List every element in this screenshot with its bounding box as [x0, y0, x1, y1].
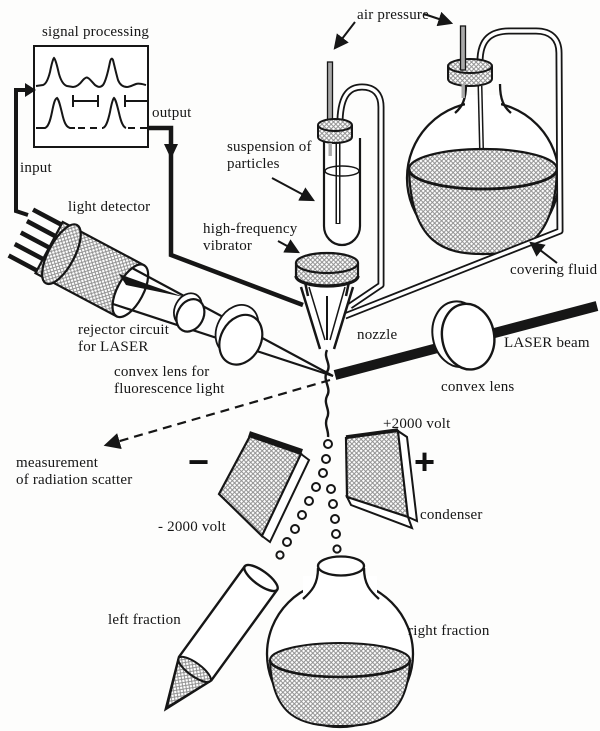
right-fraction-flask [265, 555, 415, 729]
minus-electrode-sign: − [188, 441, 210, 482]
fluorescence-lens-large [214, 304, 264, 366]
suspension-arrow [271, 177, 315, 202]
covering-fluid-arrow [529, 241, 558, 264]
fluorescence-lens-small [172, 292, 206, 333]
flask-air-inlet-tube [459, 25, 467, 71]
right-fraction-label: right fraction [408, 623, 490, 639]
input-wire [14, 83, 36, 217]
light-detector [7, 207, 150, 319]
liquid-jet [324, 349, 330, 438]
vibrator-arrow [277, 239, 300, 254]
laser-beam-label: LASER beam [504, 335, 590, 351]
flask-stopper [447, 25, 493, 98]
convex-lens-fluorescence-label: convex lens for fluorescence light [114, 364, 225, 397]
flask-neck [454, 83, 512, 114]
vibrator-label: high-frequency vibrator [203, 221, 298, 254]
label-arrows [271, 11, 558, 264]
plus-electrode-sign: + [414, 441, 436, 482]
detector-face [111, 263, 150, 319]
signal-processing-label: signal processing [42, 24, 150, 40]
waveform-traces [35, 56, 148, 129]
condenser-label: condenser [420, 507, 483, 523]
rejector-circuit-label: rejector circuit for LASER [78, 322, 170, 355]
detector-pins [7, 207, 65, 274]
air-pressure-label: air pressure [357, 7, 429, 23]
right-deflection-plate [344, 428, 419, 530]
output-label: output [152, 105, 192, 121]
light-detector-label: light detector [68, 199, 151, 215]
flask-liquid [407, 147, 559, 256]
left-fraction-label: left fraction [108, 612, 181, 628]
output-wire [148, 125, 304, 308]
radiation-scatter-label: measurement of radiation scatter [16, 455, 133, 488]
signal-processing-box [33, 45, 149, 148]
tube-mouth [243, 563, 279, 593]
sample-feed-tube [336, 83, 385, 309]
air-pressure-arrow-left [333, 21, 356, 50]
left-fraction-tube [163, 563, 279, 712]
test-tube-stopper [317, 118, 353, 144]
output-arrowhead [164, 144, 178, 159]
liquid-level [324, 165, 360, 177]
suspension-test-tube [317, 61, 362, 247]
minus-voltage-label: - 2000 volt [158, 519, 227, 535]
laser-lens [431, 300, 496, 371]
plus-voltage-label: +2000 volt [383, 416, 451, 432]
input-arrowhead [25, 83, 36, 97]
nozzle-label: nozzle [357, 327, 398, 343]
air-pressure-arrow-right [423, 11, 454, 27]
suspension-label: suspension of particles [227, 139, 312, 172]
flask2-liquid [268, 642, 412, 728]
input-label: input [20, 160, 52, 176]
convex-lens-label: convex lens [441, 379, 515, 395]
droplet-stream [275, 439, 342, 560]
covering-fluid-tube [343, 27, 564, 320]
detector-collar [41, 223, 82, 286]
flask2-neck [302, 567, 380, 600]
covering-fluid-label: covering fluid [510, 262, 598, 278]
gate-width-bracket [72, 95, 148, 107]
detector-needle [119, 274, 184, 297]
vibrator-disc [294, 251, 360, 288]
flask2-mouth [316, 555, 366, 577]
scatter-arrow [103, 378, 331, 450]
left-deflection-plate [217, 431, 311, 544]
covering-fluid-flask [405, 83, 561, 256]
tube-liquid-level [177, 655, 212, 684]
